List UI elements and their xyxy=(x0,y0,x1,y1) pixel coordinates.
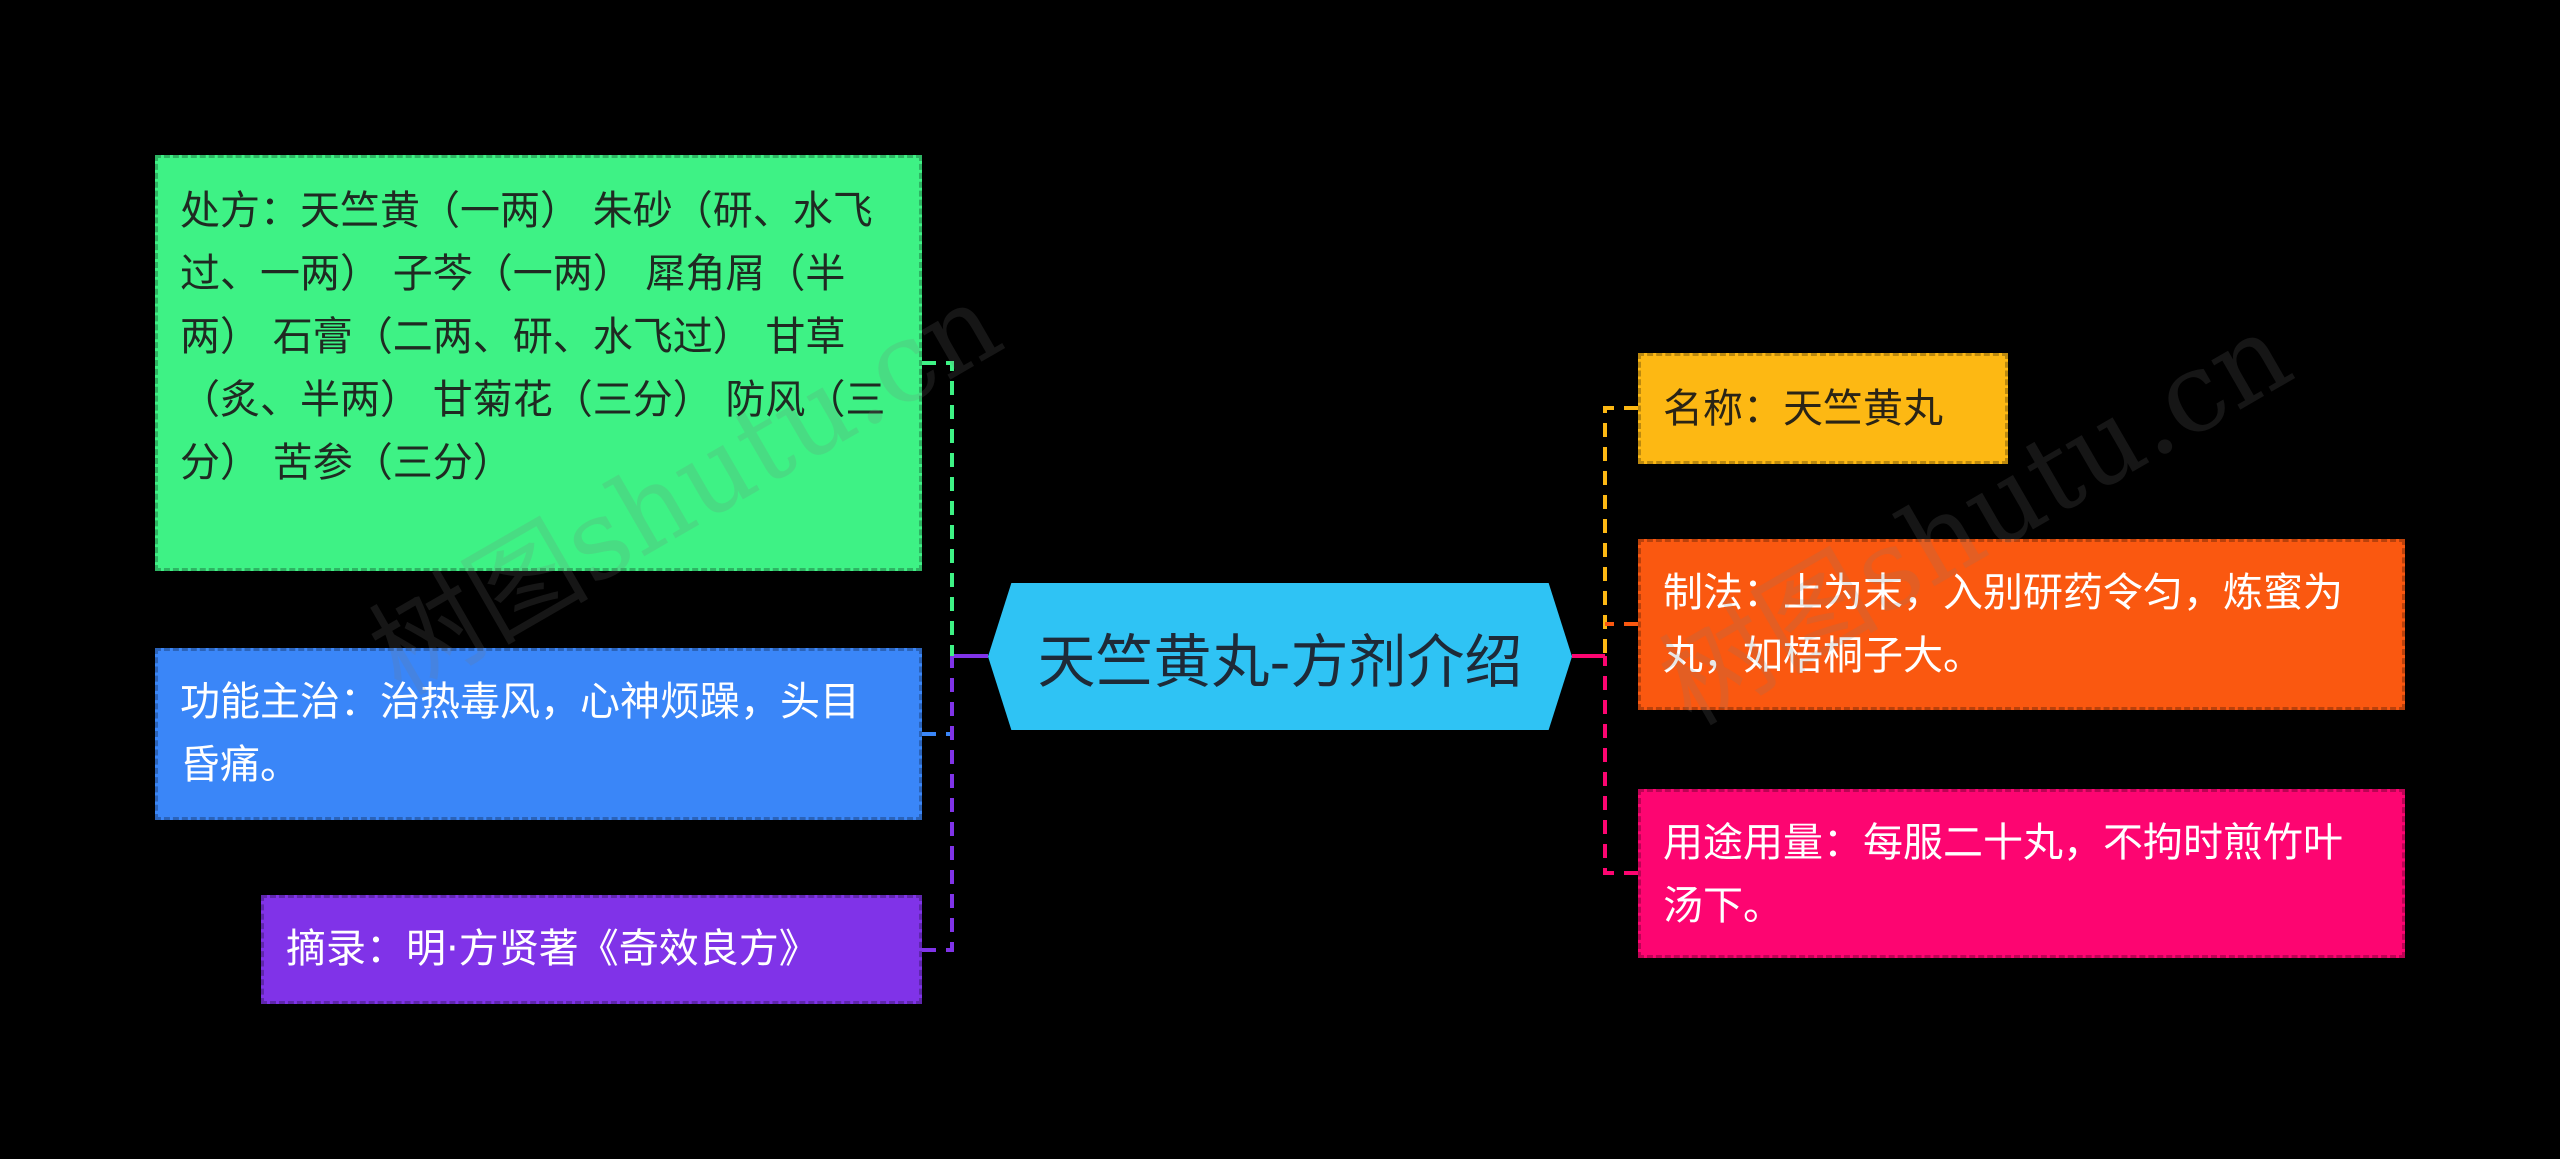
dosage-node[interactable]: 用途用量：每服二十丸，不拘时煎竹叶汤下。 xyxy=(1638,789,2405,958)
name-node[interactable]: 名称：天竺黄丸 xyxy=(1638,353,2008,464)
source-node[interactable]: 摘录：明·方贤著《奇效良方》 xyxy=(261,895,922,1004)
source-text: 摘录：明·方贤著《奇效良方》 xyxy=(286,926,819,972)
prescription-text: 处方：天竺黄（一两） 朱砂（研、水飞过、一两） 子芩（一两） 犀角屑（半两） 石… xyxy=(180,188,886,486)
prescription-node[interactable]: 处方：天竺黄（一两） 朱砂（研、水飞过、一两） 子芩（一两） 犀角屑（半两） 石… xyxy=(155,155,922,571)
name-text: 名称：天竺黄丸 xyxy=(1663,386,1943,432)
central-topic-title: 天竺黄丸-方剂介绍 xyxy=(1037,627,1523,696)
preparation-text: 制法：上为末，入别研药令匀，炼蜜为丸，如梧桐子大。 xyxy=(1663,570,2343,679)
preparation-node[interactable]: 制法：上为末，入别研药令匀，炼蜜为丸，如梧桐子大。 xyxy=(1638,539,2405,710)
dosage-text: 用途用量：每服二十丸，不拘时煎竹叶汤下。 xyxy=(1663,820,2343,929)
indications-node[interactable]: 功能主治：治热毒风，心神烦躁，头目昏痛。 xyxy=(155,648,922,820)
central-topic[interactable]: 天竺黄丸-方剂介绍 xyxy=(988,583,1572,730)
indications-text: 功能主治：治热毒风，心神烦躁，头目昏痛。 xyxy=(180,679,860,788)
